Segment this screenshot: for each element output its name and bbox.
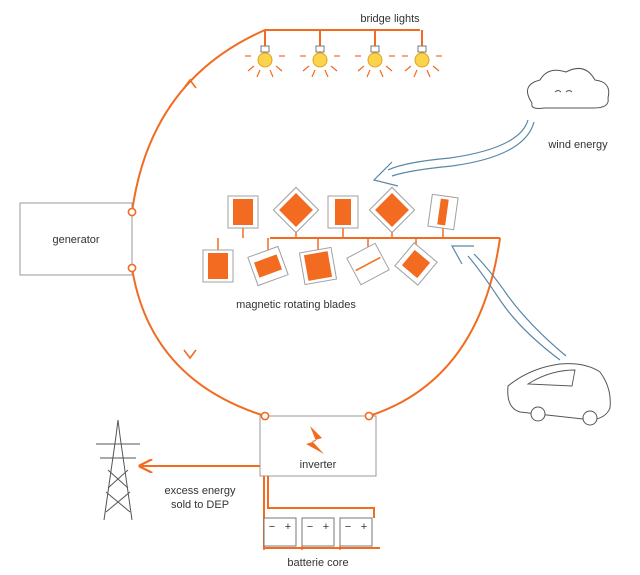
battery-icon: −+ [301, 517, 335, 550]
magnetic-blade [368, 186, 416, 234]
magnetic-blade [227, 195, 259, 229]
excess-energy-label-2: sold to DEP [171, 499, 229, 511]
generator-terminal-top [127, 207, 137, 217]
battery-positive-sign: + [361, 521, 367, 533]
light-bulb-icon [402, 30, 442, 78]
battery-icon: −+ [263, 517, 297, 550]
battery-positive-sign: + [285, 521, 291, 533]
magnetic-blade [202, 249, 234, 283]
inverter-label: inverter [300, 459, 337, 471]
circuit-wire [131, 29, 501, 417]
cloud-icon [527, 67, 610, 109]
inverter-terminal-right [364, 411, 374, 421]
bridge-lights-label: bridge lights [360, 13, 420, 25]
lightning-icon [306, 426, 324, 454]
generator-terminal-bottom [127, 263, 137, 273]
magnetic-blades-label: magnetic rotating blades [236, 299, 356, 311]
car-icon [507, 363, 611, 426]
magnetic-blade [272, 186, 320, 234]
wind-flow-arrow-car [450, 245, 567, 361]
flow-arrow-upper [183, 78, 197, 89]
magnetic-blade [327, 195, 359, 229]
generator-box: generator [19, 202, 133, 276]
batterie-core-label: batterie core [287, 557, 348, 569]
battery-negative-sign: − [269, 521, 275, 533]
power-tower-icon [96, 419, 140, 521]
magnetic-blade [394, 242, 438, 286]
excess-energy-label-1: excess energy [165, 485, 236, 497]
light-bulb-icon [355, 30, 395, 78]
battery-positive-sign: + [323, 521, 329, 533]
bridge-lights [245, 30, 442, 78]
magnetic-blade [247, 245, 289, 287]
magnetic-blade [298, 246, 338, 286]
inverter-terminal-left [260, 411, 270, 421]
battery-negative-sign: − [345, 521, 351, 533]
battery-icon: −+ [339, 517, 373, 550]
magnetic-blade [346, 242, 390, 286]
flow-arrow-lower [183, 349, 197, 360]
battery-negative-sign: − [307, 521, 313, 533]
wind-energy-label: wind energy [547, 139, 608, 151]
inverter-box: inverter [259, 415, 377, 477]
magnetic-blade [427, 193, 459, 231]
generator-label: generator [52, 234, 99, 246]
light-bulb-icon [245, 30, 285, 78]
magnetic-rotating-blades [202, 186, 459, 287]
battery-bank: −+−+−+ [263, 517, 373, 550]
light-bulb-icon [300, 30, 340, 78]
wind-flow-arrow [372, 119, 535, 187]
